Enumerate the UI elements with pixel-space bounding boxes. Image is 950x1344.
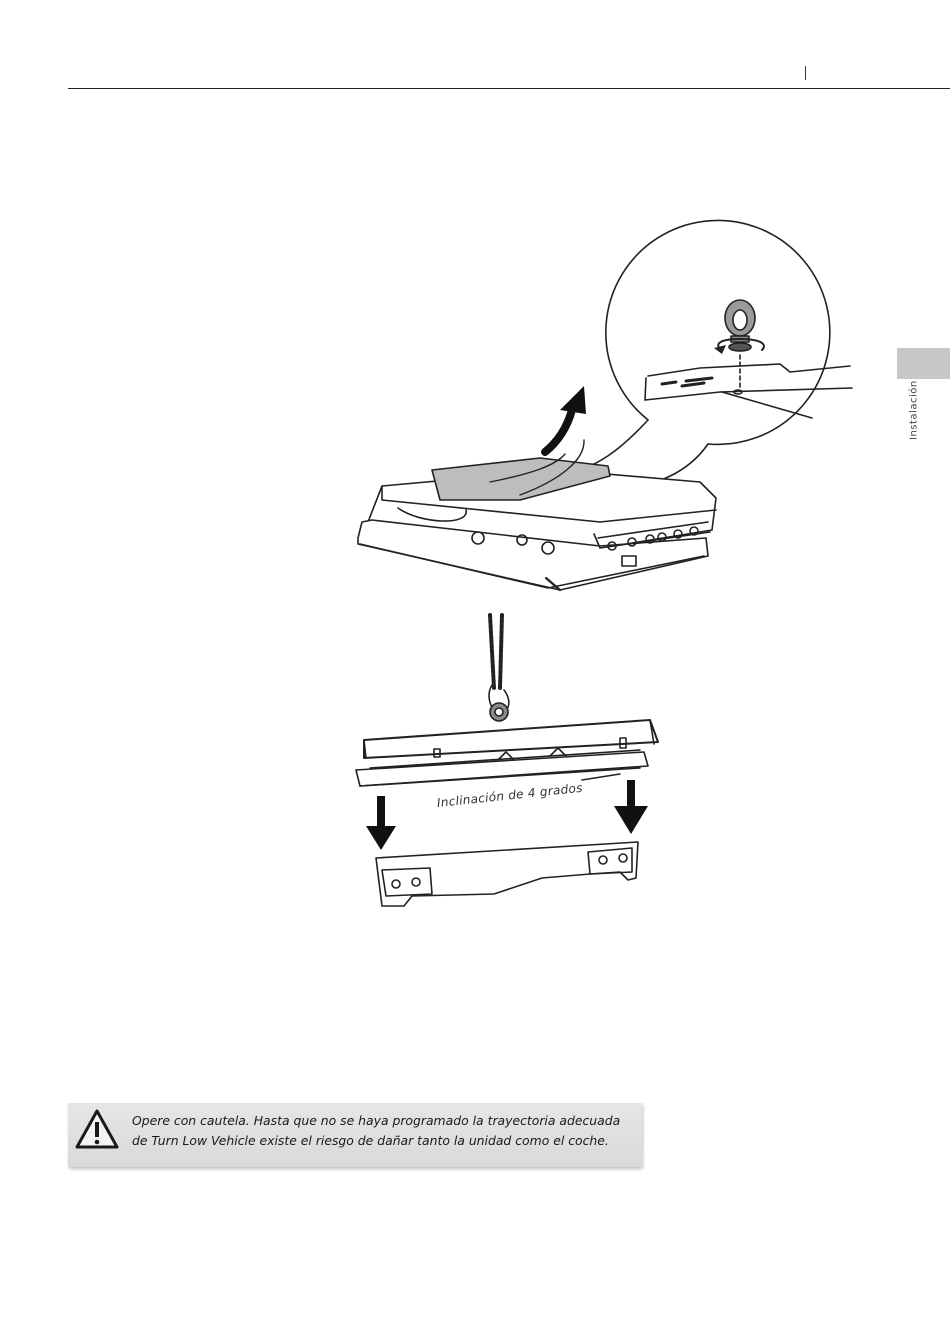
warning-text: Opere con cautela. Hasta que no se haya …	[132, 1111, 632, 1151]
down-arrow-left-icon	[366, 796, 396, 850]
warning-line-2: de Turn Low Vehicle existe el riesgo de …	[132, 1131, 632, 1151]
down-arrow-right-icon	[614, 780, 648, 834]
turntable-unit-upper	[358, 386, 716, 590]
warning-line-1: Opere con cautela. Hasta que no se haya …	[132, 1111, 632, 1131]
eye-bolt-icon	[725, 300, 755, 351]
turntable-unit-side-view	[356, 720, 658, 786]
zoom-detail-circle	[560, 220, 852, 492]
warning-triangle-icon	[74, 1107, 120, 1153]
mounting-bracket	[376, 842, 638, 906]
warning-callout: Opere con cautela. Hasta que no se haya …	[68, 1103, 642, 1167]
lifting-hook-icon	[489, 615, 509, 721]
